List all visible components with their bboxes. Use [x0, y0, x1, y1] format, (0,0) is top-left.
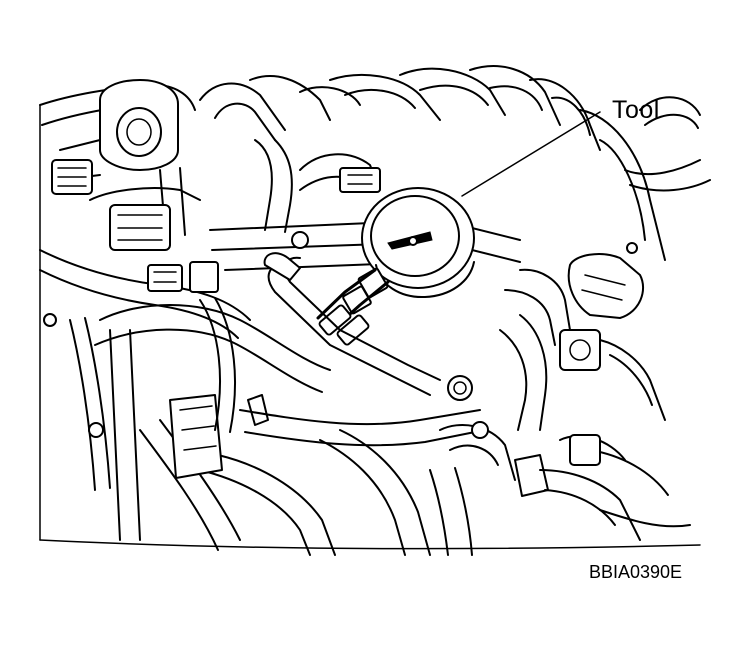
figure-code: BBIA0390E [589, 562, 683, 582]
left-air-intake-assembly [39, 79, 201, 251]
left-bracket-structure [43, 261, 269, 541]
frame-edges [39, 104, 701, 550]
right-side-components [499, 242, 666, 431]
intake-runners [199, 65, 711, 261]
bottom-components [429, 421, 691, 556]
lower-hoses [39, 249, 486, 556]
pressure-gauge-tool [263, 111, 601, 401]
tool-callout-label: Tool [612, 96, 660, 124]
